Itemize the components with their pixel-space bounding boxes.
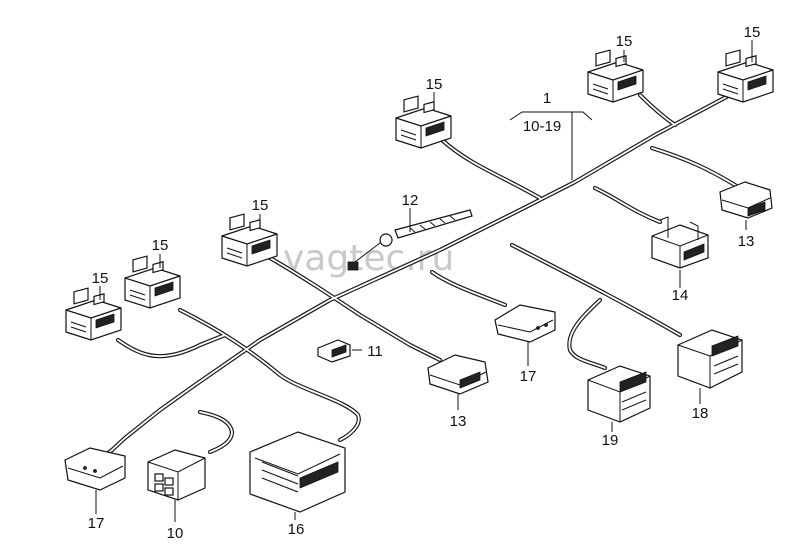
cable-tie-12	[347, 209, 473, 271]
clip-11	[317, 339, 351, 363]
callout-13: 13	[450, 413, 467, 430]
callout-13: 13	[738, 233, 755, 250]
callout-18: 18	[692, 405, 709, 422]
connector-10	[147, 449, 206, 501]
callout-11: 11	[367, 343, 383, 360]
connector-17-left	[64, 447, 126, 491]
connector-15-middle	[395, 95, 452, 149]
connector-16	[249, 431, 346, 513]
callout-12: 12	[402, 192, 419, 209]
callout-15: 15	[252, 197, 269, 214]
callout-17: 17	[88, 515, 105, 532]
callout-labels: 1 10-19 15 15 15 15 15 15 12 11 13 13 14…	[88, 24, 761, 542]
callout-17: 17	[520, 368, 537, 385]
connector-15-left-upper	[124, 255, 181, 309]
watermark: vagtec.ru	[283, 238, 454, 279]
connector-13-right	[719, 181, 773, 219]
callout-15: 15	[152, 237, 169, 254]
leader-lines	[95, 40, 753, 522]
callout-harness-number: 1	[543, 90, 551, 107]
callout-19: 19	[602, 432, 619, 449]
connector-15-left	[65, 287, 122, 341]
callout-15: 15	[92, 270, 109, 287]
connector-15-top-right	[717, 49, 774, 103]
connector-18	[677, 329, 743, 389]
callout-10: 10	[167, 525, 184, 542]
connector-15-center-left	[221, 213, 278, 267]
callout-14: 14	[672, 287, 689, 304]
callout-16: 16	[288, 521, 305, 538]
callout-15: 15	[616, 33, 633, 50]
connector-17-center	[494, 304, 556, 343]
connector-15-top-center	[587, 49, 644, 103]
connector-13-center	[427, 354, 489, 395]
connector-19	[587, 365, 651, 423]
callout-harness-range: 10-19	[523, 118, 561, 135]
callout-15: 15	[744, 24, 761, 41]
connector-14	[651, 216, 709, 269]
callout-15: 15	[426, 76, 443, 93]
